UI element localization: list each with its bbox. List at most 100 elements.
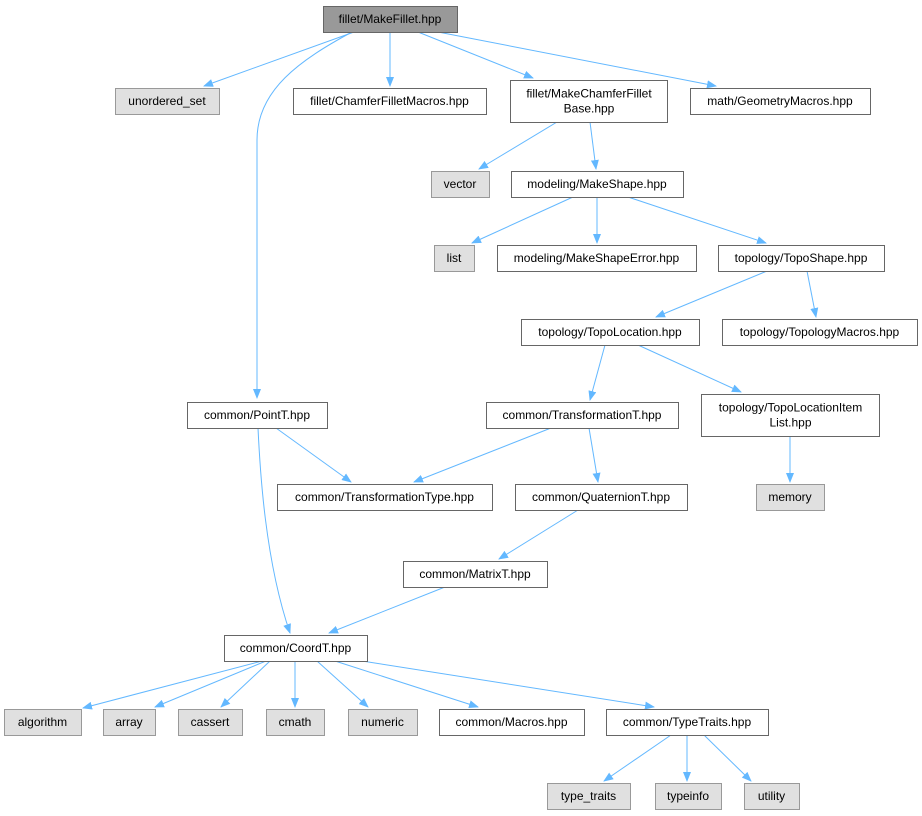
edge-transformation-t-to-transformation-type <box>413 427 552 483</box>
node-label: topology/TopologyMacros.hpp <box>740 325 900 339</box>
node-box <box>431 171 490 198</box>
edge-make-shape-to-topo-shape <box>627 196 767 244</box>
node-box <box>606 709 769 736</box>
node-box <box>511 171 684 198</box>
node-coord-t[interactable]: common/CoordT.hpp <box>224 635 368 662</box>
node-make-shape-error[interactable]: modeling/MakeShapeError.hpp <box>497 245 697 272</box>
node-label: array <box>115 715 142 729</box>
edge-coord-t-to-array <box>154 660 267 708</box>
edge-type-traits-hpp-to-utility <box>703 734 752 782</box>
edge-make-chamfer-fillet-base-to-vector <box>478 121 558 170</box>
node-label: List.hpp <box>769 416 811 430</box>
edge-point-t-to-coord-t <box>257 427 291 634</box>
edge-coord-t-to-common-macros <box>334 660 479 709</box>
node-point-t[interactable]: common/PointT.hpp <box>187 402 328 429</box>
node-common-macros[interactable]: common/Macros.hpp <box>439 709 585 736</box>
edge-make-fillet-to-unordered-set <box>203 31 355 87</box>
node-label: common/Macros.hpp <box>455 715 567 729</box>
node-label: math/GeometryMacros.hpp <box>707 94 853 108</box>
edge-type-traits-hpp-to-type-traits <box>603 734 672 782</box>
node-label: Base.hpp <box>564 102 615 116</box>
node-cassert: cassert <box>178 709 243 736</box>
node-make-fillet[interactable]: fillet/MakeFillet.hpp <box>323 6 458 33</box>
node-unordered-set: unordered_set <box>115 88 220 115</box>
node-transformation-type[interactable]: common/TransformationType.hpp <box>277 484 493 511</box>
node-box <box>439 709 585 736</box>
edge-topo-location-to-transformation-t <box>588 344 606 401</box>
node-box <box>224 635 368 662</box>
node-label: common/QuaternionT.hpp <box>532 490 670 504</box>
node-typeinfo: typeinfo <box>655 783 722 810</box>
node-label: list <box>447 251 462 265</box>
node-box <box>655 783 722 810</box>
node-label: typeinfo <box>667 789 709 803</box>
node-topology-macros[interactable]: topology/TopologyMacros.hpp <box>722 319 918 346</box>
node-utility: utility <box>744 783 800 810</box>
edge-coord-t-to-type-traits-hpp <box>361 660 655 710</box>
node-label: fillet/MakeChamferFillet <box>526 87 652 101</box>
node-label: common/TransformationT.hpp <box>503 408 662 422</box>
node-memory: memory <box>756 484 825 511</box>
node-matrix-t[interactable]: common/MatrixT.hpp <box>403 561 548 588</box>
node-box <box>497 245 697 272</box>
node-box <box>486 402 679 429</box>
node-algorithm: algorithm <box>4 709 82 736</box>
node-chamfer-fillet-macros[interactable]: fillet/ChamferFilletMacros.hpp <box>293 88 487 115</box>
node-box <box>744 783 800 810</box>
node-label: common/PointT.hpp <box>204 408 310 422</box>
edge-make-fillet-to-geometry-macros <box>437 31 717 89</box>
node-label: utility <box>758 789 785 803</box>
edge-coord-t-to-algorithm <box>82 660 263 710</box>
node-box <box>403 561 548 588</box>
edge-point-t-to-transformation-type <box>275 427 352 483</box>
node-label: topology/TopoLocationItem <box>719 401 862 415</box>
node-box <box>722 319 918 346</box>
node-label: type_traits <box>561 789 616 803</box>
node-type-traits-hpp[interactable]: common/TypeTraits.hpp <box>606 709 769 736</box>
node-box <box>178 709 243 736</box>
node-box <box>756 484 825 511</box>
node-box <box>690 88 871 115</box>
edge-make-shape-to-list <box>471 196 574 244</box>
node-cmath: cmath <box>266 709 325 736</box>
node-label: memory <box>768 490 811 504</box>
edge-quaternion-t-to-matrix-t <box>498 509 579 560</box>
edge-make-fillet-to-make-chamfer-fillet-base <box>417 31 534 79</box>
node-box <box>434 245 475 272</box>
node-box <box>277 484 493 511</box>
node-label: common/TypeTraits.hpp <box>623 715 752 729</box>
edge-topo-shape-to-topology-macros <box>806 270 819 318</box>
edge-topo-location-to-topo-location-item-list <box>637 344 742 393</box>
node-box <box>115 88 220 115</box>
node-topo-location[interactable]: topology/TopoLocation.hpp <box>521 319 700 346</box>
node-label: cmath <box>279 715 312 729</box>
node-topo-shape[interactable]: topology/TopoShape.hpp <box>718 245 885 272</box>
edge-coord-t-to-cassert <box>220 660 271 708</box>
node-label: topology/TopoShape.hpp <box>735 251 868 265</box>
node-label: modeling/MakeShape.hpp <box>527 177 667 191</box>
edge-matrix-t-to-coord-t <box>328 586 446 634</box>
node-box <box>266 709 325 736</box>
node-make-shape[interactable]: modeling/MakeShape.hpp <box>511 171 684 198</box>
node-label: topology/TopoLocation.hpp <box>538 325 682 339</box>
node-geometry-macros[interactable]: math/GeometryMacros.hpp <box>690 88 871 115</box>
node-label: modeling/MakeShapeError.hpp <box>514 251 680 265</box>
node-box <box>718 245 885 272</box>
node-quaternion-t[interactable]: common/QuaternionT.hpp <box>515 484 688 511</box>
nodes: fillet/MakeFillet.hpp unordered_set fillet… <box>4 6 918 810</box>
node-box <box>521 319 700 346</box>
edges <box>82 31 819 782</box>
node-transformation-t[interactable]: common/TransformationT.hpp <box>486 402 679 429</box>
edge-transformation-t-to-quaternion-t <box>588 427 601 483</box>
node-label: fillet/MakeFillet.hpp <box>339 12 442 26</box>
node-box <box>701 394 880 437</box>
node-label: unordered_set <box>128 94 206 108</box>
node-type-traits: type_traits <box>547 783 631 810</box>
node-box <box>187 402 328 429</box>
edge-coord-t-to-numeric <box>316 660 369 708</box>
node-vector: vector <box>431 171 490 198</box>
node-label: cassert <box>191 715 230 729</box>
